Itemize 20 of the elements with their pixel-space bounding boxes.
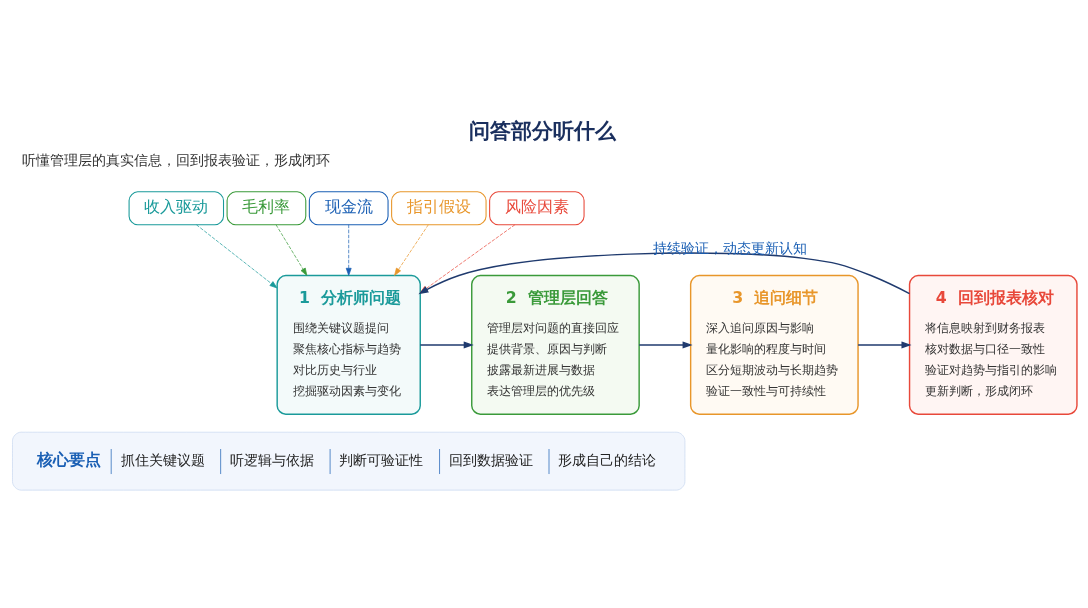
arrow — [196, 223, 278, 288]
node-box: 风险因素 — [489, 190, 585, 225]
arrow — [275, 223, 308, 276]
arrow — [857, 340, 912, 348]
node-box: 3 追问细节 深入追问原因与影响 量化影响的程度与时间 区分短期波动与长期趋势 验证一致性与可持续性 — [689, 274, 859, 415]
node-box: 核心要点 抓住关键议题 听逻辑与依据 判断可验证性 回到数据验证 形成自己的结论 — [12, 431, 686, 490]
node-box: 2 管理层回答 管理层对问题的直接回应 提供背景、原因与判断 披露最新进展与数据 表达管理层的优先级 — [471, 274, 640, 415]
arrow — [394, 223, 429, 276]
arrow — [638, 340, 693, 348]
node-box: 收入驱动 — [128, 190, 225, 225]
node-box: 1 分析师问题 围绕关键议题提问 聚焦核心指标与趋势 对比历史与行业 挖掘驱动因素与变化 — [276, 274, 421, 415]
node-box: 4 回到报表核对 将信息映射到财务报表 核对数据与口径一致性 验证对趋势与指引的影响 更新判断，形成闭环 — [908, 274, 1078, 415]
node-box: 现金流 — [308, 190, 389, 225]
node-box: 毛利率 — [226, 190, 307, 225]
diagram-title: 问答部分听什么 — [468, 117, 616, 143]
edge-label: 持续验证，动态更新认知 — [653, 239, 807, 256]
node-box: 指引假设 — [391, 190, 487, 225]
label: 听懂管理层的真实信息，回到报表验证，形成闭环 — [22, 151, 331, 168]
arrow — [345, 223, 352, 276]
arrow — [419, 340, 474, 348]
